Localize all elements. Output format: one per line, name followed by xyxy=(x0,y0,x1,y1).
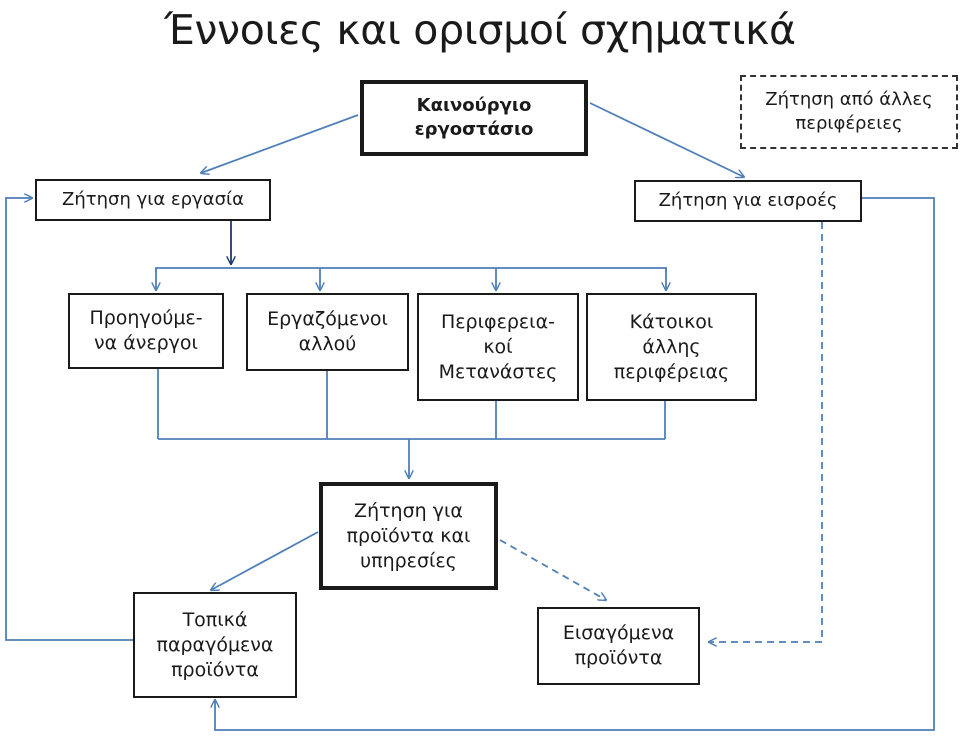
node-other-region-residents: Κάτοικοι άλλης περιφέρειας xyxy=(586,293,757,401)
node-new-factory: Καινούργιο εργοστάσιο xyxy=(360,80,588,156)
arrow-goods-to-local-products xyxy=(211,531,319,590)
node-labor-demand: Ζήτηση για εργασία xyxy=(35,179,271,221)
arrow-factory-to-labor-demand xyxy=(201,114,359,173)
node-imported-products: Εισαγόμενα προϊόντα xyxy=(537,607,700,685)
dashed-arrow-goods-to-imports xyxy=(499,539,606,600)
node-previously-unemployed: Προηγούμε- να άνεργοι xyxy=(68,293,224,369)
loop-other-regions-to-local-products xyxy=(215,197,935,731)
dashed-arrow-inputs-to-imports xyxy=(709,222,823,642)
node-regional-migrants: Περιφερεια- κοί Μετανάστες xyxy=(417,293,579,401)
node-other-regions-demand: Ζήτηση από άλλες περιφέρειες xyxy=(740,75,958,149)
labor-distribution-bus xyxy=(155,267,667,272)
node-local-products: Τοπικά παραγόμενα προϊόντα xyxy=(133,592,297,698)
node-input-demand: Ζήτηση για εισροές xyxy=(634,180,862,222)
node-goods-services-demand: Ζήτηση για προϊόντα και υπηρεσίες xyxy=(319,482,498,590)
node-employed-elsewhere: Εργαζόμενοι αλλού xyxy=(246,293,409,371)
arrow-factory-to-input-demand xyxy=(589,102,744,177)
page-title: Έννοιες και ορισμοί σχηματικά xyxy=(164,6,796,54)
loop-local-to-labor-demand xyxy=(5,198,134,641)
